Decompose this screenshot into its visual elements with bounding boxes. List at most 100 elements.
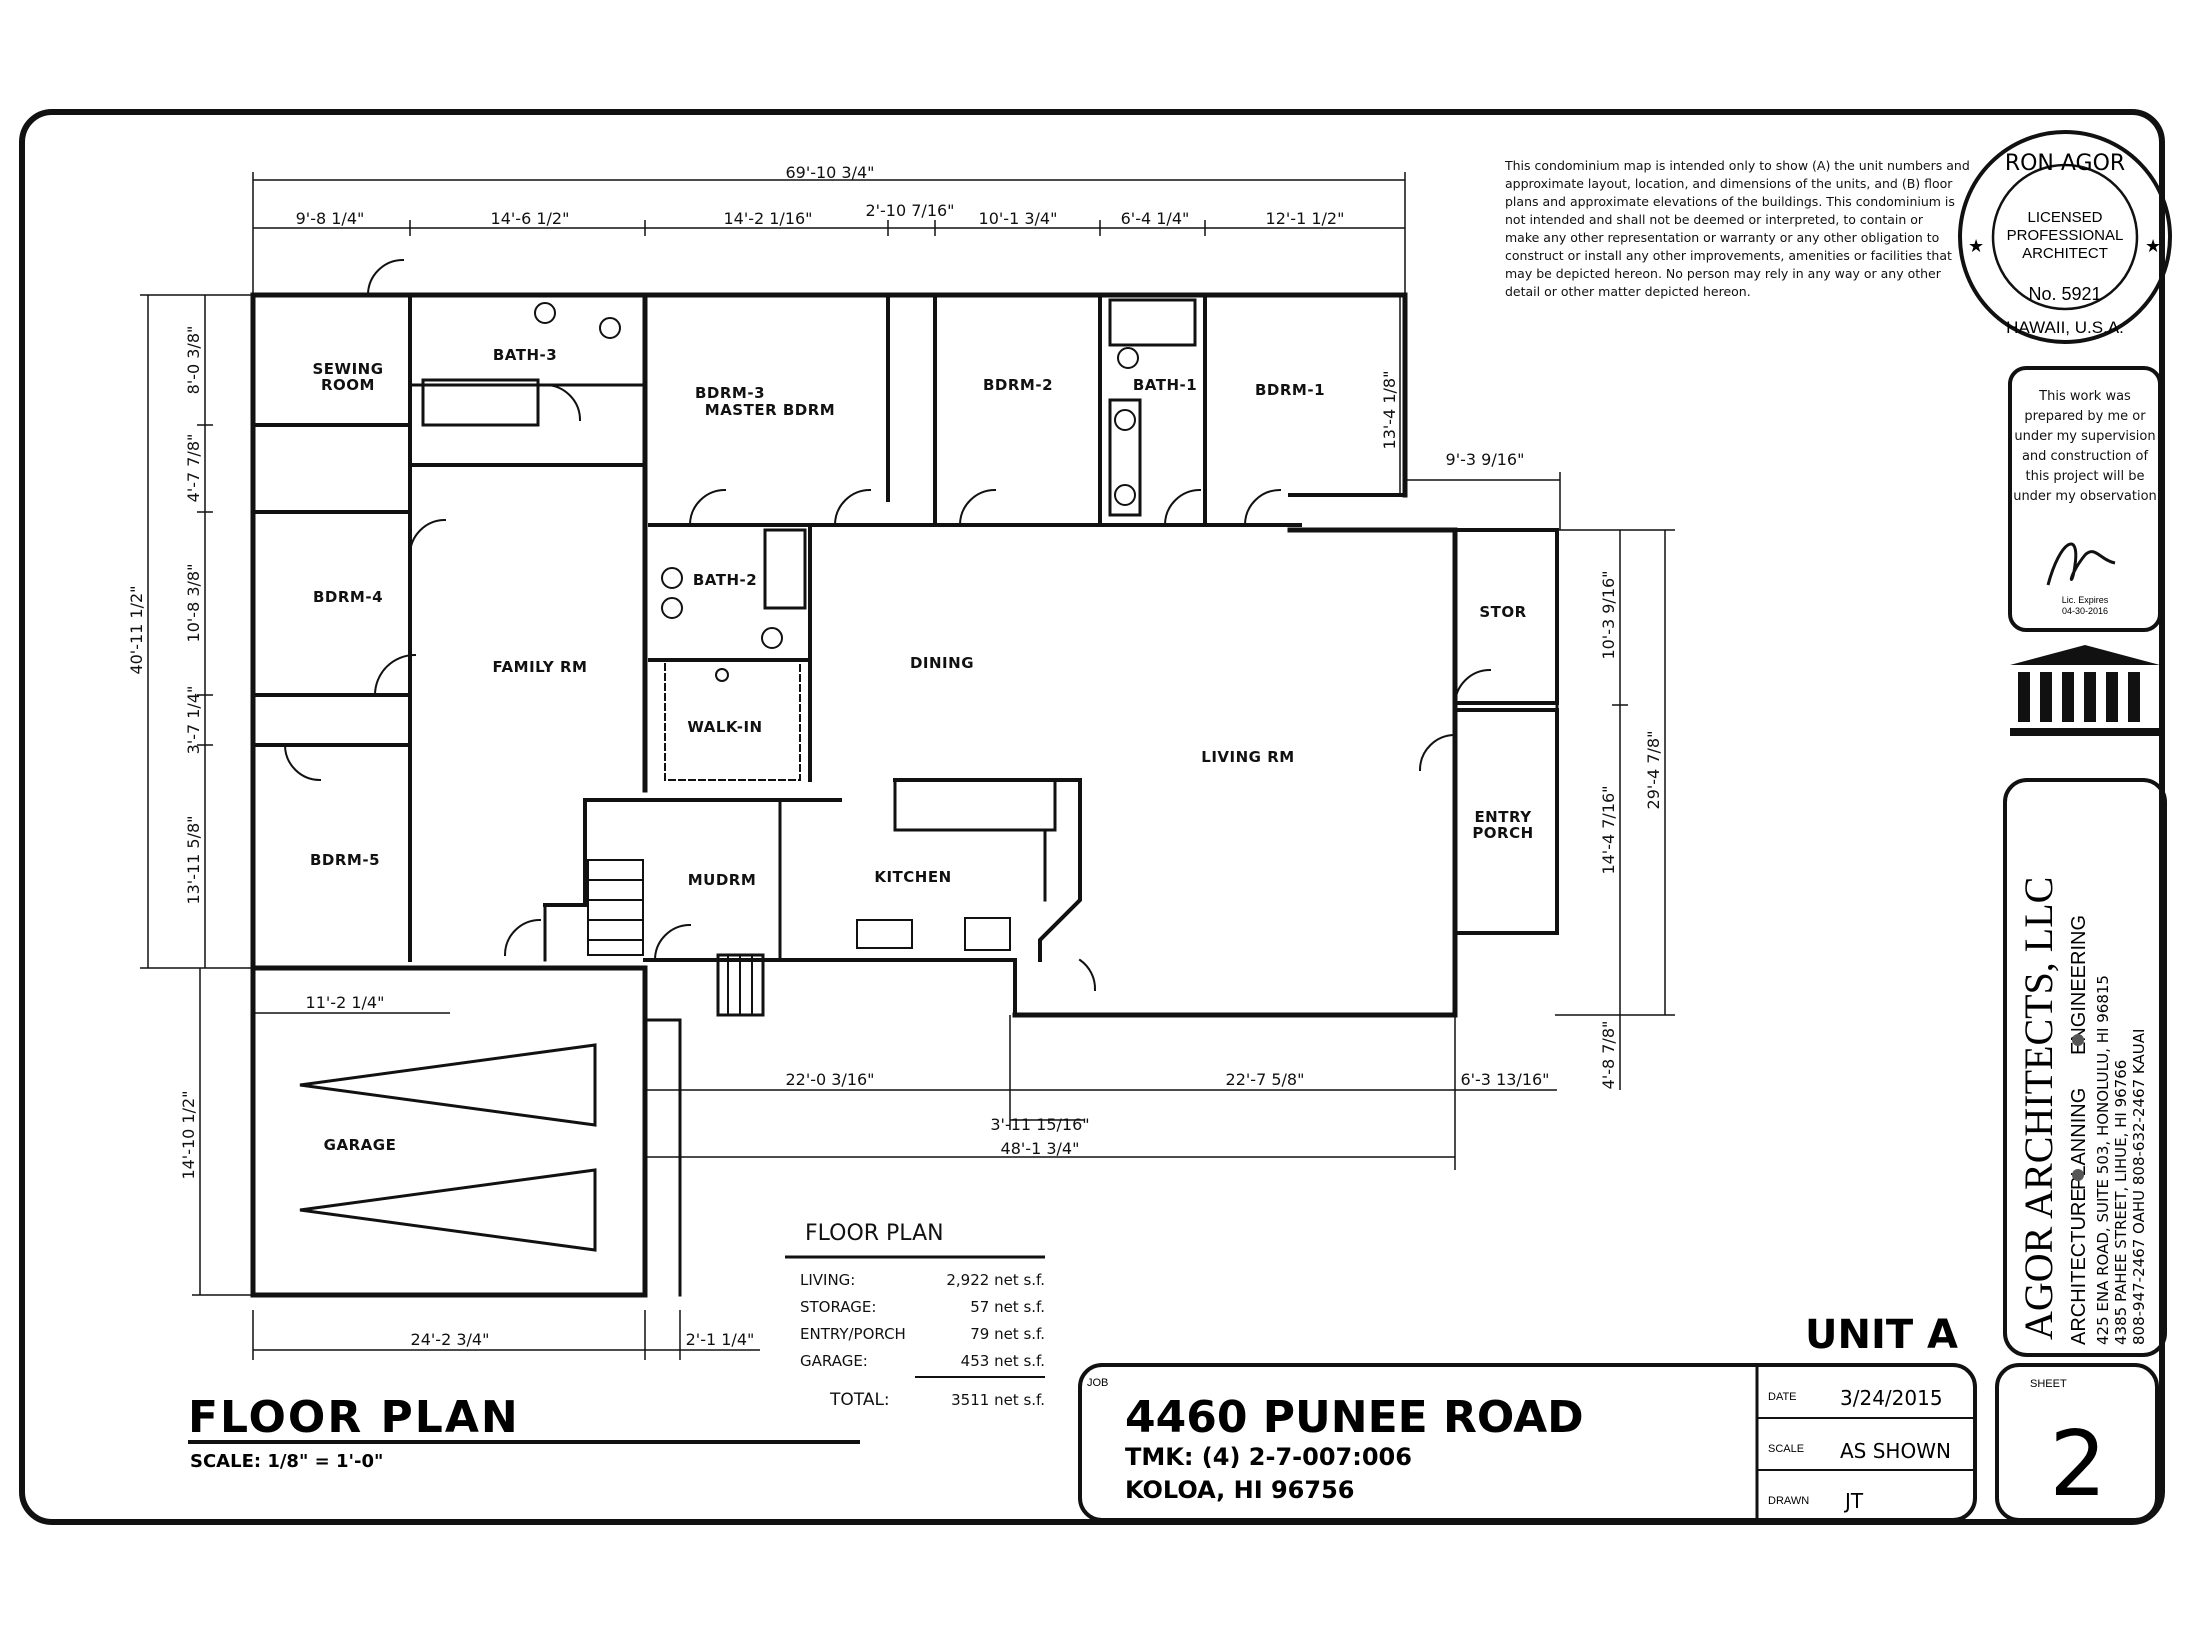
- room-labels: SEWING ROOM BATH-3 BDRM-3 MASTER BDRM BD…: [310, 346, 1533, 1154]
- date-label: DATE: [1768, 1391, 1797, 1403]
- unit-label: UNIT A: [1805, 1312, 1958, 1358]
- room-entry-1: ENTRY: [1474, 808, 1532, 826]
- seal-star-right-icon: ★: [2145, 236, 2161, 256]
- supervision-line-6: under my observation: [2013, 489, 2157, 504]
- dim-bottom-left: 22'-0 3/16": [785, 1070, 874, 1089]
- room-bath3: BATH-3: [493, 346, 557, 364]
- dim-top-4: 2'-10 7/16": [865, 201, 954, 220]
- disclaimer-line-8: detail or other matter depicted hereon.: [1505, 284, 1751, 299]
- firm-line-3: 808-947-2467 OAHU 808-632-2467 KAUAI: [2130, 1029, 2148, 1345]
- dim-left-3: 10'-8 3/8": [184, 564, 203, 643]
- dim-top-3: 14'-2 1/16": [723, 209, 812, 228]
- dim-bdrm1-depth: 13'-4 1/8": [1380, 371, 1399, 450]
- firm-service-3: ENGINEERING: [2068, 915, 2090, 1055]
- disclaimer-line-6: construct or install any other improveme…: [1505, 248, 1952, 263]
- dim-bottom-mid: 3'-11 15/16": [990, 1115, 1089, 1134]
- room-bdrm3-2: MASTER BDRM: [705, 401, 835, 419]
- dim-left-4: 3'-7 1/4": [184, 686, 203, 755]
- supervision-box: [2008, 366, 2162, 632]
- dim-garage-small: 2'-1 1/4": [686, 1330, 755, 1349]
- seal-bottom: HAWAII, U.S.A.: [2006, 318, 2124, 337]
- job-city: KOLOA, HI 96756: [1125, 1476, 1354, 1504]
- supervision-line-3: under my supervision: [2014, 429, 2155, 444]
- area-value-3: 79 net s.f.: [970, 1325, 1045, 1343]
- dim-bottom-overall: 48'-1 3/4": [1001, 1139, 1080, 1158]
- title-block: [1078, 1363, 1977, 1522]
- garage-car-2: [299, 1168, 597, 1252]
- room-walkin: WALK-IN: [687, 718, 762, 736]
- scale-note: SCALE: 1/8" = 1'-0": [190, 1451, 383, 1472]
- room-stor: STOR: [1479, 603, 1526, 621]
- area-table: FLOOR PLAN LIVING: 2,922 net s.f. STORAG…: [785, 1221, 1045, 1410]
- disclaimer-line-7: may be depicted hereon. No person may re…: [1505, 266, 1942, 281]
- architect-seal: RON AGOR LICENSED PROFESSIONAL ARCHITECT…: [1958, 130, 2172, 344]
- room-family: FAMILY RM: [493, 658, 588, 676]
- dim-right-small: 4'-8 7/8": [1599, 1021, 1618, 1090]
- disclaimer-line-4: not intended and shall not be deemed or …: [1505, 212, 1924, 227]
- room-bdrm4: BDRM-4: [313, 588, 383, 606]
- supervision-line-1: This work was: [2038, 389, 2131, 404]
- room-kitchen: KITCHEN: [874, 868, 951, 886]
- drawn-label: DRAWN: [1768, 1495, 1809, 1507]
- firm-info: AGOR ARCHITECTS, LLC ARCHITECTURE PLANNI…: [2016, 877, 2148, 1345]
- seal-center-2: PROFESSIONAL: [2007, 227, 2124, 244]
- firm-logo-icon: [2010, 645, 2160, 736]
- dim-bottom-porch: 6'-3 13/16": [1460, 1070, 1549, 1089]
- scale-label: SCALE: [1768, 1443, 1804, 1455]
- floor-plan: [250, 258, 1559, 1298]
- dim-garage-depth: 14'-10 1/2": [179, 1090, 198, 1179]
- job-address: 4460 PUNEE ROAD: [1125, 1392, 1584, 1443]
- supervision-line-2: prepared by me or: [2024, 409, 2146, 424]
- dim-left-5: 13'-11 5/8": [184, 815, 203, 904]
- area-value-1: 2,922 net s.f.: [946, 1271, 1045, 1289]
- area-total-value: 3511 net s.f.: [951, 1391, 1045, 1409]
- architect-signature: [2046, 542, 2116, 586]
- scale-value: AS SHOWN: [1840, 1439, 1951, 1463]
- dim-top-7: 12'-1 1/2": [1266, 209, 1345, 228]
- room-mudrm: MUDRM: [688, 871, 757, 889]
- dim-top-5: 10'-1 3/4": [979, 209, 1058, 228]
- supervision-text: This work was prepared by me or under my…: [2013, 389, 2157, 504]
- signature-note-2: 04-30-2016: [2062, 606, 2108, 616]
- room-bath2: BATH-2: [693, 571, 757, 589]
- room-bdrm3-1: BDRM-3: [695, 384, 765, 402]
- room-bdrm2: BDRM-2: [983, 376, 1053, 394]
- area-label-3: ENTRY/PORCH: [800, 1325, 906, 1343]
- dim-right-offset: 9'-3 9/16": [1446, 450, 1525, 469]
- sheet-label: SHEET: [2030, 1378, 2067, 1390]
- dim-top-6: 6'-4 1/4": [1121, 209, 1190, 228]
- dim-top-1: 9'-8 1/4": [296, 209, 365, 228]
- dim-overall-top: 69'-10 3/4": [785, 163, 874, 182]
- room-bdrm1: BDRM-1: [1255, 381, 1325, 399]
- dim-left-2: 4'-7 7/8": [184, 434, 203, 503]
- area-label-1: LIVING:: [800, 1271, 855, 1289]
- dimension-labels: 69'-10 3/4" 9'-8 1/4" 14'-6 1/2" 14'-2 1…: [127, 163, 1663, 1349]
- room-dining: DINING: [910, 654, 974, 672]
- supervision-line-4: and construction of: [2022, 449, 2149, 464]
- room-bath1: BATH-1: [1133, 376, 1197, 394]
- firm-line-2: 4385 PAHEE STREET, LIHUE, HI 96766: [2112, 1060, 2130, 1345]
- area-total-label: TOTAL:: [829, 1390, 890, 1410]
- dim-right-overall: 29'-4 7/8": [1644, 731, 1663, 810]
- firm-name: AGOR ARCHITECTS, LLC: [2016, 877, 2061, 1340]
- bullet-icon: [2072, 1169, 2084, 1181]
- room-garage: GARAGE: [324, 1136, 397, 1154]
- sheet-box: [1995, 1363, 2159, 1522]
- garage-outline: [250, 965, 648, 1298]
- signature-note-1: Lic. Expires: [2062, 595, 2109, 605]
- date-value: 3/24/2015: [1840, 1386, 1943, 1410]
- disclaimer-line-2: approximate layout, location, and dimens…: [1505, 176, 1953, 191]
- firm-service-1: ARCHITECTURE: [2068, 1188, 2090, 1345]
- dim-left-overall: 40'-11 1/2": [127, 585, 146, 674]
- dim-top-2: 14'-6 1/2": [491, 209, 570, 228]
- disclaimer-line-5: make any other representation or warrant…: [1505, 230, 1939, 245]
- disclaimer: This condominium map is intended only to…: [1504, 158, 1970, 299]
- firm-service-2: PLANNING: [2068, 1088, 2090, 1190]
- seal-top: RON AGOR: [2005, 151, 2125, 176]
- job-label: JOB: [1087, 1377, 1108, 1389]
- dim-entry-depth: 14'-4 7/16": [1599, 785, 1618, 874]
- room-sewing-2: ROOM: [321, 376, 375, 394]
- firm-box: [2003, 778, 2167, 1357]
- dim-left-1: 8'-0 3/8": [184, 326, 203, 395]
- area-table-title: FLOOR PLAN: [805, 1221, 944, 1246]
